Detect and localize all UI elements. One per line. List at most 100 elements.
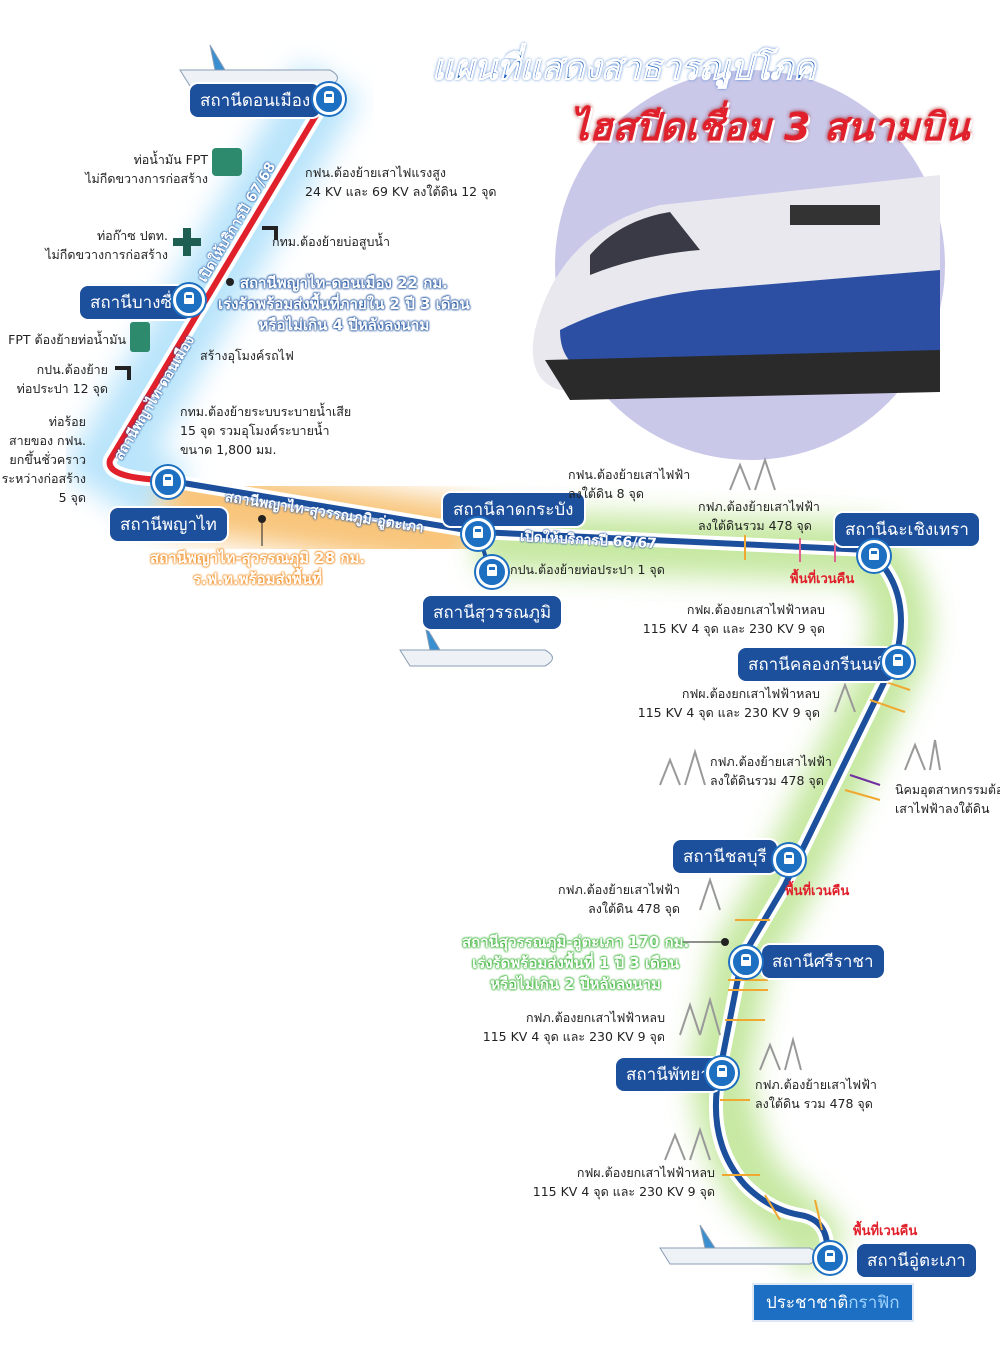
train-station-icon[interactable] [814,1242,846,1274]
note-industrial-estate: นิคมอุตสาหกรรมต้องย้ายเสาไฟฟ้าลงใต้ดิน [895,780,1000,818]
note-line: กฟน.ต้องย้ายเสาไฟแรงสูง [305,165,446,180]
train-station-icon[interactable] [882,646,914,678]
note-fpt-pipe: ท่อน้ำมัน FPT ไม่กีดขวางการก่อสร้าง [80,150,208,188]
note-line: เสาไฟฟ้าลงใต้ดิน [895,801,990,816]
train-station-icon[interactable] [462,518,494,550]
note-line: ลงใต้ดิน 8 จุด [568,486,644,501]
return-area-label: พื้นที่เวนคืน [790,572,855,587]
note-line: 115 KV 4 จุด และ 230 KV 9 จุด [642,621,825,636]
callout-line: ร.ฟ.ท.พร้อมส่งพื้นที่ [193,570,323,588]
publisher-name-part1: ประชาชาติ [766,1293,849,1313]
station-label-don-mueang[interactable]: สถานีดอนเมือง [190,84,321,117]
note-line: นิคมอุตสาหกรรมต้องย้าย [895,782,1000,797]
water-tap-icon-2 [115,366,131,380]
utility-tick-marks [720,535,911,1231]
note-line: ลงใต้ดินรวม 478 จุด [710,773,824,788]
station-label-si-racha[interactable]: สถานีศรีราชา [762,945,884,978]
callout-line: หรือไม่เกิน 4 ปีหลังลงนาม [258,316,430,334]
note-line: กฟภ.ต้องยกเสาไฟฟ้าหลบ [525,1010,665,1025]
note-fpt-move: FPT ต้องย้ายท่อน้ำมัน [8,332,126,347]
note-line: ไม่กีดขวางการก่อสร้าง [45,247,168,262]
train-station-icon[interactable] [152,466,184,498]
note-mea-8: กฟน.ต้องย้ายเสาไฟฟ้าลงใต้ดิน 8 จุด [568,465,690,503]
note-line: กปน.ต้องย้าย [36,362,108,377]
train-station-icon[interactable] [773,844,805,876]
note-mea-cable: ท่อร้อยสายของ กฟน. ยกขึ้นชั่วคราวระหว่างก… [0,412,86,507]
station-label-suvarnabhumi[interactable]: สถานีสุวรรณภูมิ [423,596,562,629]
publisher-name-part2: กราฟิก [848,1293,900,1313]
note-line: กทม.ต้องย้ายระบบระบายน้ำเสีย [180,404,352,419]
note-line: ยกขึ้นชั่วคราว [9,452,86,467]
callout-line: สถานีสุวรรณภูมิ-อู่ตะเภา 170 กม. [462,933,690,951]
train-station-icon[interactable] [173,284,205,316]
note-pea-478-b: กฟภ.ต้องย้ายเสาไฟฟ้าลงใต้ดินรวม 478 จุด [710,752,832,790]
note-pea-478-c: กฟภ.ต้องย้ายเสาไฟฟ้าลงใต้ดิน 478 จุด [540,880,680,918]
station-label-chonburi[interactable]: สถานีชลบุรี [673,840,777,873]
note-line: 115 KV 4 จุด และ 230 KV 9 จุด [637,705,820,720]
note-line: ลงใต้ดิน 478 จุด [588,901,680,916]
note-line: กฟภ.ต้องย้ายเสาไฟฟ้า [698,499,820,514]
train-station-icon[interactable] [858,540,890,572]
station-label-phaya-thai[interactable]: สถานีพญาไท [110,508,227,541]
note-bma-pump: กทม.ต้องย้ายบ่อสูบน้ำ [272,234,390,249]
note-line: 115 KV 4 จุด และ 230 KV 9 จุด [482,1029,665,1044]
note-line: กฟภ.ต้องย้ายเสาไฟฟ้า [755,1077,877,1092]
note-gas-pipe: ท่อก๊าซ ปตท. ไม่กีดขวางการก่อสร้าง [40,226,168,264]
note-line: 15 จุด รวมอุโมงค์ระบายน้ำ [180,423,330,438]
station-label-chachoengsao[interactable]: สถานีฉะเชิงเทรา [835,513,979,546]
note-line: ท่อน้ำมัน FPT [133,152,208,167]
title-line2: ไฮสปีดเชื่อม 3 สนามบิน [570,105,970,149]
oil-tank-icon [212,148,242,176]
publisher-logo: ประชาชาติกราฟิก [752,1283,914,1322]
station-label-u-tapao[interactable]: สถานีอู่ตะเภา [857,1244,976,1277]
note-line: ลงใต้ดิน รวม 478 จุด [755,1096,873,1111]
train-station-icon[interactable] [313,83,345,115]
airplane-icon [179,44,818,1265]
station-label-khlong[interactable]: สถานีคลองกรีนนท์ [738,648,895,681]
note-line: 5 จุด [58,490,86,505]
title-line1: แผนที่แสดงสาธารณูปโภค [431,48,816,89]
callout-line: สถานีพญาไท-สุวรรณภูมิ 28 กม. [150,549,366,567]
return-area-label: พื้นที่เวนคืน [785,884,850,899]
water-tap-icon [262,226,278,240]
zone-orange [160,460,483,575]
note-line: ขนาด 1,800 มม. [180,442,277,457]
gas-valve-icon [173,228,201,256]
note-line: ลงใต้ดินรวม 478 จุด [698,518,812,533]
callout-phaya-thai-suvarnabhumi: สถานีพญาไท-สุวรรณภูมิ 28 กม. ร.ฟ.ท.พร้อม… [150,548,365,590]
callout-phaya-thai-don-mueang: สถานีพญาไท-ดอนเมือง 22 กม. เร่งรัดพร้อมส… [218,273,470,336]
train-station-icon[interactable] [730,946,762,978]
note-egat-c: กฟผ.ต้องยกเสาไฟฟ้าหลบ 115 KV 4 จุด และ 23… [510,1163,715,1201]
note-line: ท่อก๊าซ ปตท. [96,228,168,243]
note-line: ไม่กีดขวางการก่อสร้าง [85,171,208,186]
note-line: สายของ กฟน. [8,433,86,448]
callout-suvarnabhumi-u-tapao: สถานีสุวรรณภูมิ-อู่ตะเภา 170 กม. เร่งรัด… [462,932,689,995]
note-mwa-1: กปน.ต้องย้ายท่อประปา 1 จุด [510,562,665,577]
note-mea-high-voltage: กฟน.ต้องย้ายเสาไฟแรงสูง 24 KV และ 69 KV ล… [305,163,497,201]
callout-line: เร่งรัดพร้อมส่งพื้นที่ภายใน 2 ปี 3 เดือน [218,295,470,313]
note-line: กฟน.ต้องย้ายเสาไฟฟ้า [568,467,691,482]
note-pea-lift: กฟภ.ต้องยกเสาไฟฟ้าหลบ 115 KV 4 จุด และ 23… [460,1008,665,1046]
station-label-lat-krabang[interactable]: สถานีลาดกระบัง [443,493,584,526]
note-line: ระหว่างก่อสร้าง [1,471,86,486]
note-egat-b: กฟผ.ต้องยกเสาไฟฟ้าหลบ 115 KV 4 จุด และ 23… [615,684,820,722]
note-pea-478-d: กฟภ.ต้องย้ายเสาไฟฟ้าลงใต้ดิน รวม 478 จุด [755,1075,877,1113]
note-line: 115 KV 4 จุด และ 230 KV 9 จุด [532,1184,715,1199]
train-station-icon[interactable] [476,556,508,588]
note-line: กฟผ.ต้องยกเสาไฟฟ้าหลบ [681,686,820,701]
route-blue-segment [164,477,904,1256]
note-bma-drain: กทม.ต้องย้ายระบบระบายน้ำเสีย 15 จุด รวมอุ… [180,402,351,459]
note-line: กฟภ.ต้องย้ายเสาไฟฟ้า [558,882,680,897]
station-label-pattaya[interactable]: สถานีพัทยา [616,1058,720,1091]
note-line: กฟผ.ต้องยกเสาไฟฟ้าหลบ [576,1165,715,1180]
note-line: 24 KV และ 69 KV ลงใต้ดิน 12 จุด [305,184,497,199]
fuel-pump-icon [130,322,150,352]
note-mwa-12: กปน.ต้องย้ายท่อประปา 12 จุด [10,360,108,398]
note-line: ท่อร้อย [48,414,86,429]
train-station-icon[interactable] [706,1057,738,1089]
note-pea-478-a: กฟภ.ต้องย้ายเสาไฟฟ้าลงใต้ดินรวม 478 จุด [698,497,820,535]
note-tunnel: สร้างอุโมงค์รถไฟ [200,348,294,363]
callout-line: เร่งรัดพร้อมส่งพื้นที่ 1 ปี 3 เดือน [472,954,680,972]
